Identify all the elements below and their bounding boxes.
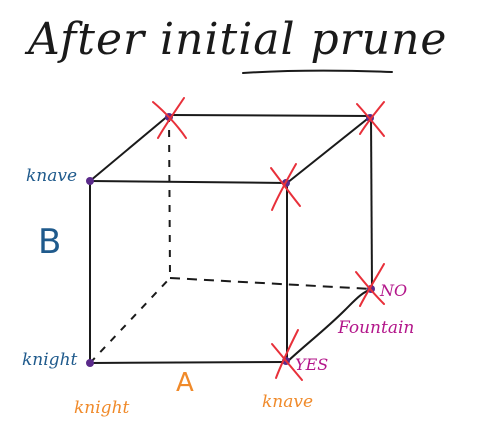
- front-top-edge: [89, 180, 288, 184]
- fountain-value-yes: YES: [295, 355, 329, 374]
- hidden-bottom-left-depth-edge: [89, 277, 171, 364]
- top-right-depth-edge: [286, 115, 372, 184]
- prune-mark-back-top-right: [356, 101, 385, 137]
- b-axis-label: B: [38, 222, 62, 262]
- fountain-value-no: NO: [380, 281, 408, 300]
- prune-mark-front-bottom-right: [271, 329, 303, 381]
- fountain-axis-label: Fountain: [338, 318, 415, 338]
- vertex-front-bottom-left: [86, 359, 94, 367]
- top-left-depth-edge: [89, 114, 170, 182]
- a-value-left: knight: [74, 398, 130, 418]
- a-value-right: knave: [262, 392, 314, 412]
- hidden-back-left-edge: [168, 114, 171, 279]
- back-top-edge: [168, 114, 372, 117]
- prune-mark-back-bottom-right: [355, 263, 385, 307]
- back-right-edge: [370, 115, 373, 290]
- prune-mark-front-top-right: [270, 163, 301, 211]
- a-axis-label: A: [176, 368, 194, 398]
- diagram-title: After initial prune: [28, 14, 448, 65]
- title-underline: [242, 69, 393, 74]
- b-value-top: knave: [26, 166, 78, 186]
- prune-mark-back-top-left: [152, 97, 187, 139]
- b-value-bottom: knight: [22, 350, 78, 370]
- vertex-front-top-left: [86, 177, 94, 185]
- hidden-back-bottom-edge: [169, 277, 373, 290]
- front-bottom-edge: [89, 361, 288, 364]
- bottom-right-depth-edge: [286, 288, 373, 363]
